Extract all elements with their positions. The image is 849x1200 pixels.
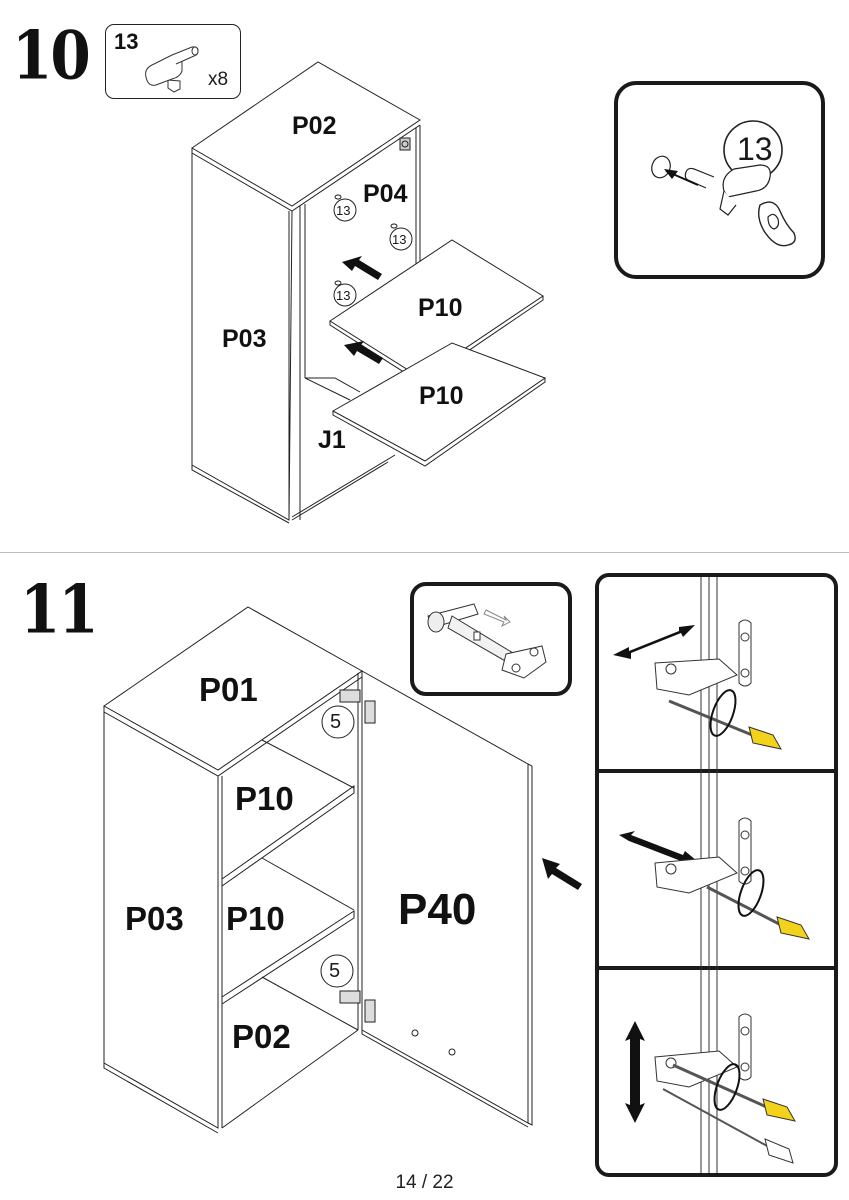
label-shelf-upper-11: P10: [235, 780, 294, 817]
label-top-panel: P02: [292, 112, 337, 140]
label-side-panel-11: P03: [125, 900, 184, 937]
hinge-callout-top: 5: [330, 711, 342, 733]
step-divider: [0, 552, 849, 553]
hinge-depth-adjust-icon: [613, 619, 782, 750]
hinge-slide-on-icon: [427, 603, 547, 679]
step-number-11: 11: [20, 570, 99, 649]
label-bottom-panel-11: P02: [232, 1018, 291, 1055]
step-number-10: 10: [12, 16, 91, 95]
pin-callout-2: 13: [392, 232, 407, 247]
hinge-height-adjust-icon: [625, 1013, 796, 1164]
detail-part-id: 13: [737, 131, 773, 167]
insert-shelf-pin-detail-icon: [651, 120, 796, 247]
hinge-callout-bottom: 5: [329, 960, 341, 982]
label-shelf-lower-11: P10: [226, 900, 285, 937]
parts-box-part-id: 13: [114, 29, 139, 54]
step10-cabinet-drawing: [191, 61, 547, 524]
label-back-panel: P04: [363, 180, 408, 208]
pin-insert-detail-box: 13: [614, 81, 825, 279]
label-shelf-lower: P10: [419, 382, 464, 410]
hinge-detail-box: [410, 582, 572, 696]
shelf-support-pin-icon: [145, 46, 199, 93]
door-attach-arrow: [542, 858, 582, 890]
insert-arrow-lower: [344, 341, 383, 364]
parts-box-quantity: x8: [208, 69, 229, 90]
page-number: 14 / 22: [395, 1172, 454, 1193]
pin-callout-3: 13: [336, 288, 351, 303]
label-top-panel-11: P01: [199, 671, 258, 708]
label-door-panel: P40: [398, 885, 477, 934]
insert-arrow-upper: [342, 256, 382, 280]
parts-box: 13 x8: [105, 24, 241, 99]
hinge-side-adjust-icon: [619, 817, 810, 940]
pin-callout-1: 13: [336, 203, 351, 218]
label-shelf-upper: P10: [418, 294, 463, 322]
label-bottom-panel: J1: [318, 426, 346, 454]
hinge-adjustment-panels: [595, 573, 838, 1177]
label-side-panel: P03: [222, 325, 267, 353]
